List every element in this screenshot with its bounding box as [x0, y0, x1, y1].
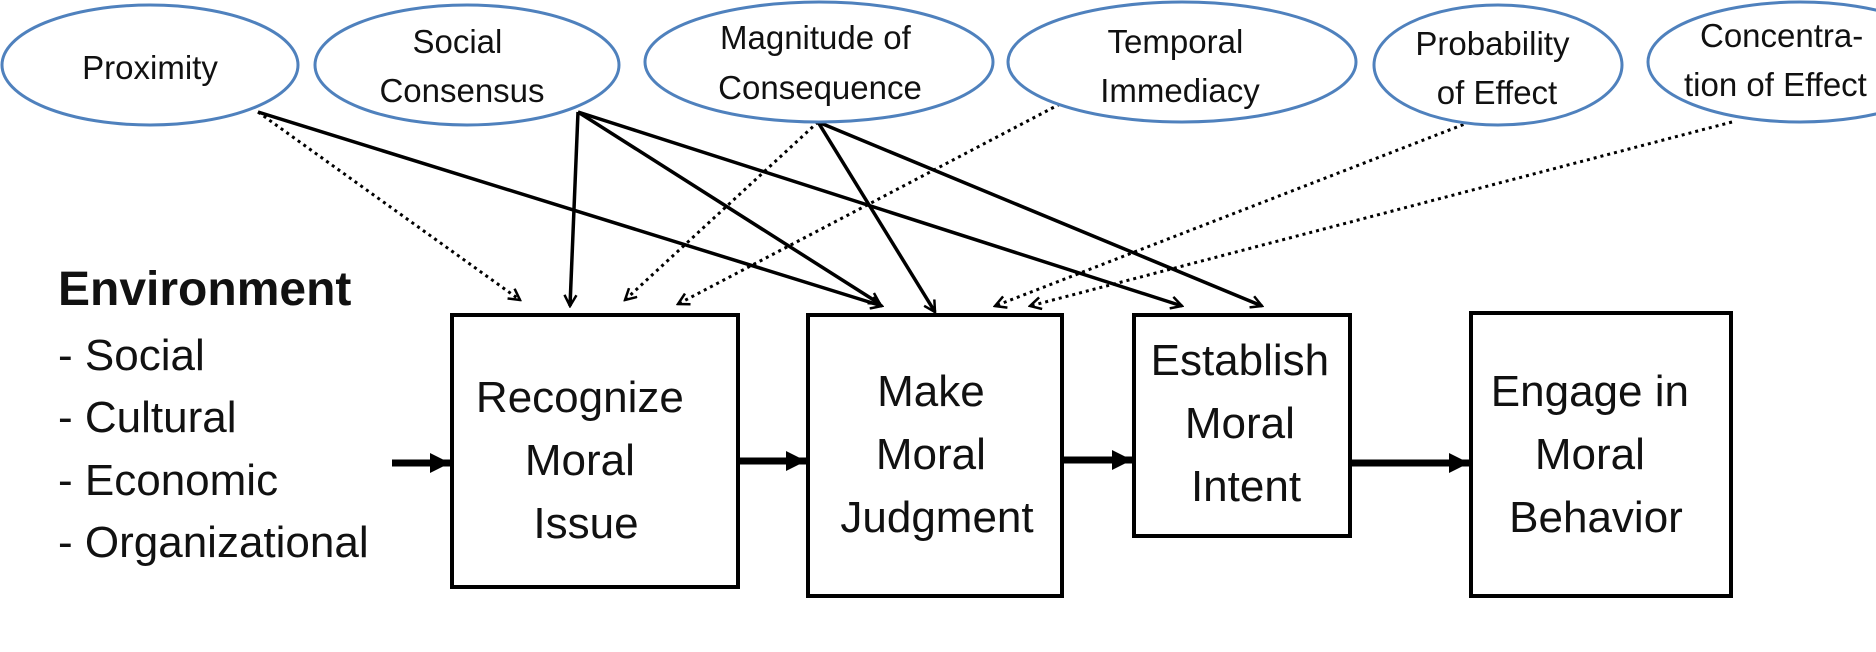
arrow-proximity-to-judgment: [257, 110, 882, 306]
stage-label-line: Judgment: [840, 493, 1033, 542]
arrow-temporal-to-recognize: [678, 102, 1061, 304]
factor-oval: [643, 0, 995, 124]
stage-flow-arrows: [392, 450, 1469, 473]
stage-label-line: Issue: [533, 499, 638, 548]
factor-temporal: Temporal Immediacy: [1006, 0, 1358, 124]
factor-oval: [1372, 3, 1624, 127]
stage-recognize: Recognize Moral Issue: [450, 313, 740, 589]
factor-oval: [313, 3, 621, 127]
factor-label-line: tion of Effect: [1684, 66, 1867, 103]
stage-label-line: Moral: [1185, 399, 1295, 448]
stage-intent: Establish Moral Intent: [1132, 313, 1352, 538]
arrow-probability-to-judgment: [995, 120, 1471, 306]
environment-title: Environment: [58, 263, 351, 316]
factor-label-line: Consequence: [718, 69, 922, 106]
environment-item: - Cultural: [58, 393, 237, 442]
arrow-magnitude-to-recognize: [625, 120, 820, 300]
factor-label-line: Temporal: [1108, 23, 1244, 60]
svg-text:Make Moral Judgmen: Make Moral Judgment: [840, 367, 1033, 542]
stage-box: [1469, 311, 1733, 598]
stage-behavior: Engage in Moral Behavior: [1469, 311, 1733, 598]
factor-label-line: Magnitude of: [720, 19, 912, 56]
factor-label-line: Immediacy: [1100, 72, 1260, 109]
stage-label-line: Moral: [1535, 430, 1645, 479]
influence-arrows: [257, 102, 1733, 312]
arrow-social-consensus-to-recognize: [570, 111, 580, 306]
stage-judgment: Make Moral Judgment: [806, 313, 1064, 598]
stage-label-line: Moral: [876, 430, 986, 479]
stage-box: [1132, 313, 1352, 538]
factor-oval: [1646, 0, 1876, 124]
environment-item: - Organizational: [58, 518, 369, 567]
arrow-social-consensus-to-intent: [577, 110, 1182, 306]
stage-box: [450, 313, 740, 589]
arrow-magnitude-to-intent: [817, 120, 1262, 306]
factor-label: Proximity: [82, 49, 218, 86]
arrow-concentration-to-judgment: [1030, 120, 1733, 306]
factor-social-consensus: Social Consensus: [313, 3, 621, 127]
factor-oval: [1006, 0, 1358, 124]
environment-item: - Social: [58, 331, 205, 380]
environment-item: - Economic: [58, 456, 278, 505]
svg-text:Social Consensus: Social Consensus: [379, 23, 544, 109]
stage-label-line: Behavior: [1509, 493, 1683, 542]
factor-magnitude: Magnitude of Consequence: [643, 0, 995, 124]
stage-label-line: Intent: [1191, 462, 1301, 511]
stage-label-line: Engage in: [1491, 367, 1689, 416]
factor-label-line: Concentra-: [1700, 17, 1863, 54]
arrow-magnitude-to-judgment: [816, 121, 937, 312]
svg-text:Proximity: Proximity: [82, 49, 218, 86]
factor-concentration: Concentra- tion of Effect: [1646, 0, 1876, 124]
factor-label-line: Social: [412, 23, 502, 60]
svg-text:Probability of Effect: Probability of Effect: [1415, 25, 1578, 111]
svg-text:Engage in Moral Be: Engage in Moral Behavior: [1491, 367, 1701, 542]
stage-box: [806, 313, 1064, 598]
factor-label-line: of Effect: [1437, 74, 1557, 111]
arrow-proximity-to-recognize: [257, 110, 520, 300]
svg-text:Establish Moral In: Establish Moral Intent: [1151, 336, 1342, 511]
arrow-social-consensus-to-judgment: [577, 110, 880, 306]
stage-label-line: Recognize: [476, 373, 684, 422]
factor-oval: [0, 3, 300, 127]
stage-label-line: Moral: [525, 436, 635, 485]
svg-text:Concentra- tion of Effec: Concentra- tion of Effect: [1684, 17, 1872, 103]
factor-probability: Probability of Effect: [1372, 3, 1624, 127]
stage-label-line: Establish: [1151, 336, 1330, 385]
factor-proximity: Proximity: [0, 3, 300, 127]
factor-label-line: Probability: [1415, 25, 1570, 62]
environment-block: Environment - Social - Cultural - Econom…: [58, 263, 369, 567]
svg-text:Temporal Immediacy: Temporal Immediacy: [1100, 23, 1260, 109]
stage-label-line: Make: [877, 367, 985, 416]
svg-text:Magnitude of Consequence: Magnitude of Consequence: [718, 19, 922, 106]
factor-label-line: Consensus: [379, 72, 544, 109]
svg-text:Recognize Moral Is: Recognize Moral Issue: [476, 373, 696, 548]
